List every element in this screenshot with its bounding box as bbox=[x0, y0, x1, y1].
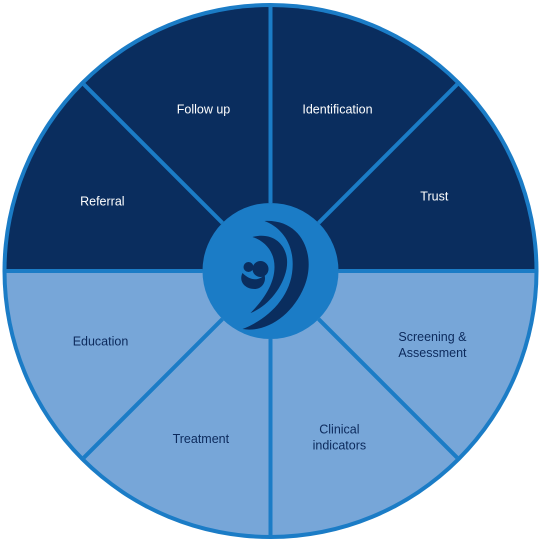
segment-divider bbox=[317, 82, 459, 225]
segment-label-identification: Identification bbox=[302, 102, 372, 116]
segment-referral bbox=[6, 84, 271, 271]
segment-label-clinical-indicators: Clinical indicators bbox=[313, 422, 367, 452]
mother-and-child-logo-icon bbox=[241, 220, 309, 330]
segment-label-trust: Trust bbox=[420, 189, 449, 203]
segment-divider bbox=[317, 317, 459, 460]
segment-label-screening-assessment: Screening & Assessment bbox=[398, 330, 467, 360]
segment-label-line: Trust bbox=[420, 189, 449, 203]
segment-divider bbox=[82, 317, 224, 460]
segment-screening-assessment bbox=[270, 271, 535, 458]
segment-label-line: Assessment bbox=[398, 346, 467, 360]
segment-trust bbox=[270, 84, 535, 271]
segment-label-line: Treatment bbox=[173, 432, 230, 446]
segment-label-line: Referral bbox=[80, 194, 124, 208]
segment-label-line: Clinical bbox=[319, 422, 359, 436]
segment-clinical-indicators bbox=[270, 271, 458, 535]
segment-label-line: Screening & bbox=[398, 330, 467, 344]
segment-label-referral: Referral bbox=[80, 194, 124, 208]
segment-label-line: Follow up bbox=[177, 102, 231, 116]
segment-label-follow-up: Follow up bbox=[177, 102, 231, 116]
segment-follow-up bbox=[83, 6, 271, 271]
segment-label-treatment: Treatment bbox=[173, 432, 230, 446]
segment-education bbox=[6, 271, 271, 458]
segment-treatment bbox=[83, 271, 271, 535]
segment-label-line: Identification bbox=[302, 102, 372, 116]
segment-identification bbox=[270, 7, 458, 271]
center-hub bbox=[202, 203, 339, 339]
segment-label-line: Education bbox=[73, 334, 129, 348]
segment-label-education: Education bbox=[73, 334, 129, 348]
segment-label-line: indicators bbox=[313, 438, 367, 452]
hub-circle bbox=[202, 203, 339, 339]
segment-divider bbox=[82, 82, 224, 225]
